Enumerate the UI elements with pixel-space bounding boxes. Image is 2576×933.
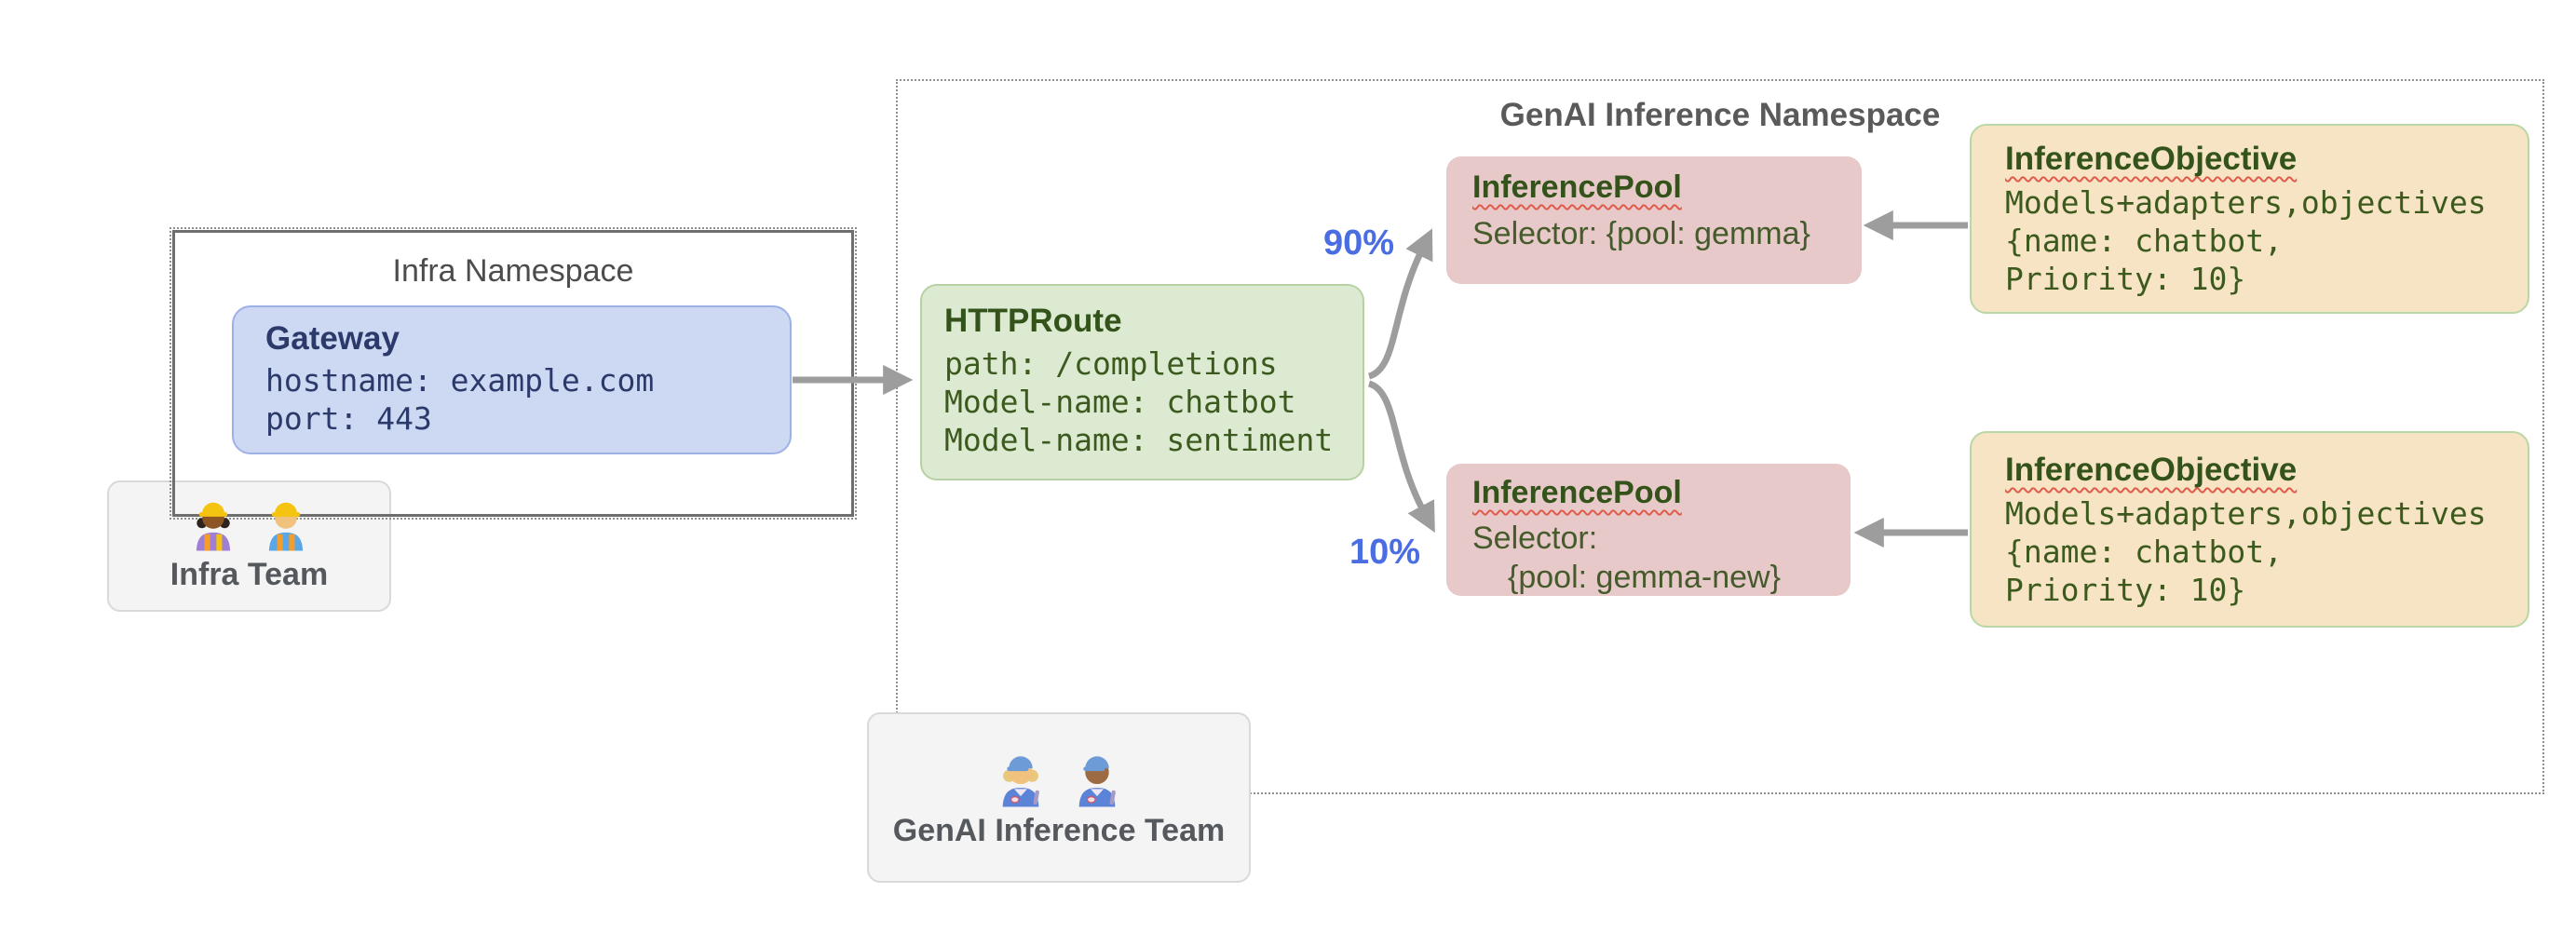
inference-pool-gemma-box[interactable]: InferencePool Selector: {pool: gemma} <box>1446 156 1862 284</box>
inference-objective-top-title: InferenceObjective <box>2005 141 2298 177</box>
gateway-port-line: port: 443 <box>265 400 432 437</box>
inference-objective-bottom-line-1: Models+adapters,objectives <box>2005 495 2487 532</box>
inference-objective-bottom-line-3: Priority: 10} <box>2005 572 2246 608</box>
gateway-hostname-line: hostname: example.com <box>265 362 655 399</box>
woman-construction-worker-icon <box>196 502 230 551</box>
infra-namespace-box[interactable] <box>169 227 857 520</box>
traffic-10-label: 10% <box>1349 533 1421 572</box>
woman-mechanic-icon <box>1002 756 1039 807</box>
inference-pool-gemma-new-box[interactable]: InferencePool Selector: {pool: gemma-new… <box>1446 464 1851 596</box>
man-construction-worker-icon <box>268 502 303 551</box>
inference-objective-bottom-title: InferenceObjective <box>2005 452 2298 488</box>
inference-objective-top-box[interactable]: InferenceObjective Models+adapters,objec… <box>1970 124 2529 314</box>
httproute-to-pool-gemma-new-arrow[interactable] <box>1367 380 1435 534</box>
httproute-title: HTTPRoute <box>944 303 1122 339</box>
genai-team-box[interactable]: GenAI Inference Team <box>867 712 1251 883</box>
inference-pool-gemma-new-title: InferencePool <box>1472 475 1682 510</box>
inference-objective-bottom-line-2: {name: chatbot, <box>2005 534 2284 570</box>
traffic-90-label: 90% <box>1322 223 1395 263</box>
genai-team-emoji-row <box>992 746 1126 807</box>
genai-namespace-box[interactable] <box>896 79 2544 794</box>
httproute-model-sentiment-line: Model-name: sentiment <box>944 422 1334 458</box>
inference-pool-gemma-new-selector-line: Selector: <box>1472 521 1598 556</box>
man-mechanic-icon <box>1078 756 1116 807</box>
infra-team-label: Infra Team <box>169 557 329 592</box>
httproute-path-line: path: /completions <box>944 345 1278 382</box>
inference-objective-top-line-2: {name: chatbot, <box>2005 223 2284 259</box>
httproute-to-pool-gemma-arrow[interactable] <box>1367 228 1433 380</box>
infra-namespace-title: Infra Namespace <box>392 253 634 289</box>
httproute-model-chatbot-line: Model-name: chatbot <box>944 384 1296 420</box>
inference-objective-top-line-1: Models+adapters,objectives <box>2005 184 2487 221</box>
inference-objective-top-line-3: Priority: 10} <box>2005 261 2246 297</box>
httproute-box[interactable]: HTTPRoute path: /completions Model-name:… <box>920 284 1364 480</box>
infra-team-box[interactable] <box>107 480 391 612</box>
inference-pool-gemma-title: InferencePool <box>1472 169 1682 205</box>
genai-namespace-title: GenAI Inference Namespace <box>1499 97 1941 133</box>
genai-team-label: GenAI Inference Team <box>892 813 1226 848</box>
infra-team-emoji-row <box>186 494 313 551</box>
inference-pool-gemma-selector-line: Selector: {pool: gemma} <box>1472 216 1810 251</box>
inference-objective-bottom-box[interactable]: InferenceObjective Models+adapters,objec… <box>1970 431 2529 628</box>
gateway-box[interactable]: Gateway hostname: example.com port: 443 <box>232 305 792 454</box>
inference-pool-gemma-new-value-line: {pool: gemma-new} <box>1508 560 1781 595</box>
infra-team-content: Infra Team <box>107 480 391 612</box>
gateway-title: Gateway <box>265 320 400 357</box>
